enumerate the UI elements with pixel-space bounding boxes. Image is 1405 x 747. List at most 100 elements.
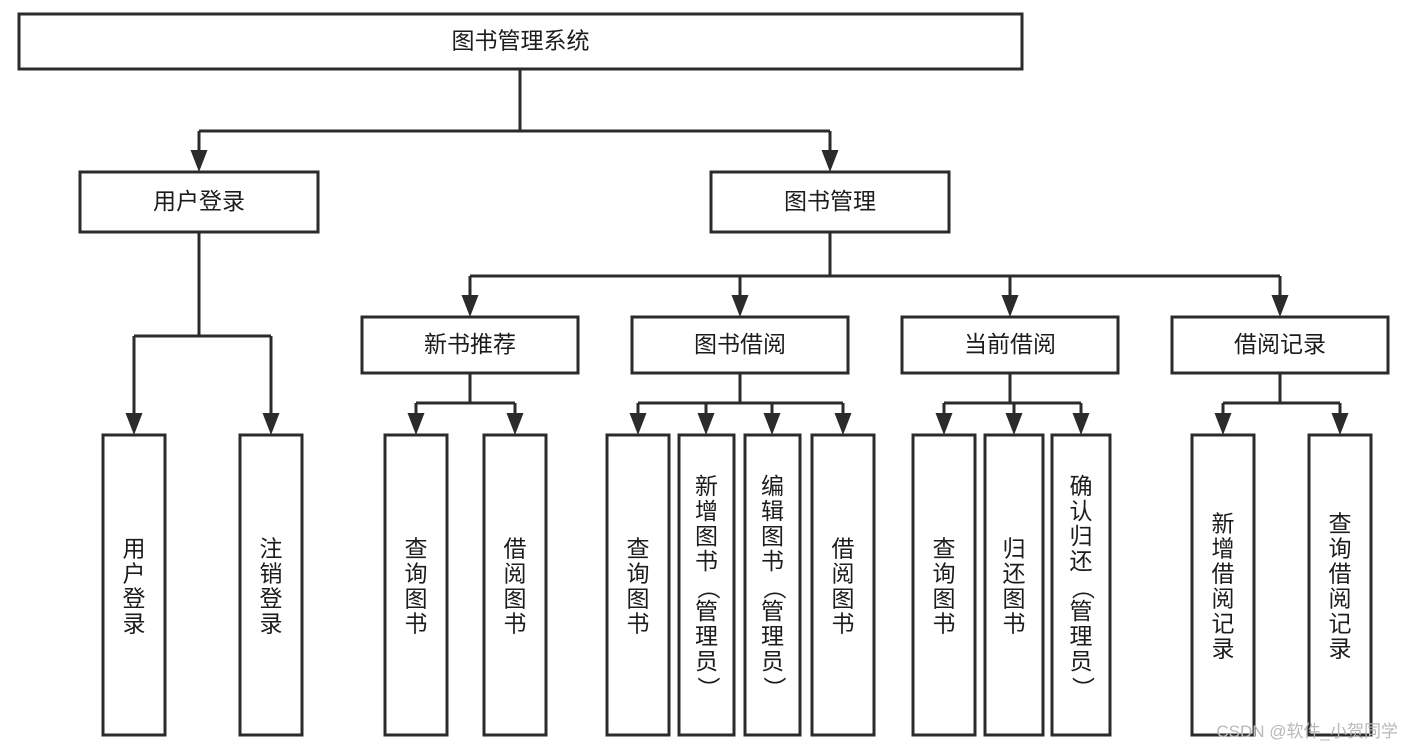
node-label-char: 销 [260, 561, 283, 587]
node-book-borrow[interactable]: 图书借阅 [630, 315, 850, 375]
node-box-rect[interactable] [238, 433, 304, 737]
node-box-rect[interactable] [17, 12, 1024, 71]
node-label-char: 图 [695, 523, 718, 549]
node-label: 新书推荐 [424, 331, 516, 357]
node-box-rect[interactable] [983, 433, 1045, 737]
node-box-rect[interactable] [630, 315, 850, 375]
node-box-rect[interactable] [78, 170, 320, 234]
connector-new-book-recommend [407, 373, 524, 435]
node-borrow-record[interactable]: 借阅记录 [1170, 315, 1390, 375]
node-label-char: 询 [933, 561, 956, 587]
node-label-char: 辑 [761, 498, 784, 524]
arrow-head-icon [190, 150, 208, 172]
node-label-char: 员 [695, 648, 718, 674]
connector-root [190, 69, 839, 172]
node-label-char: 阅 [504, 561, 527, 587]
node-label-char: 图 [405, 586, 428, 612]
node-box-layer: 图书管理系统用户登录图书管理新书推荐图书借阅当前借阅借阅记录用户登录注销登录查询… [17, 12, 1390, 737]
node-new-book-recommend[interactable]: 新书推荐 [360, 315, 580, 375]
node-current-borrow[interactable]: 当前借阅 [900, 315, 1120, 375]
node-box-rect[interactable] [1307, 433, 1373, 737]
connector-borrow-record [1214, 373, 1349, 435]
node-box-rect[interactable] [605, 433, 671, 737]
node-label-char: ） [695, 677, 721, 700]
node-label-char: 书 [832, 611, 855, 637]
node-label-char: 记 [1329, 611, 1352, 637]
node-label-char: 查 [1329, 511, 1352, 537]
connector-book-borrow [629, 373, 852, 435]
node-book-management[interactable]: 图书管理 [709, 170, 951, 234]
node-label-char: 登 [123, 586, 146, 612]
arrow-head-icon [731, 295, 749, 317]
node-label-char: 确 [1070, 473, 1093, 499]
arrow-head-icon [697, 413, 715, 435]
node-label-char: 询 [627, 561, 650, 587]
node-label: 借阅记录 [1234, 331, 1326, 357]
node-box-rect[interactable] [360, 315, 580, 375]
node-label-char: （ [695, 577, 721, 600]
arrow-head-icon [1331, 413, 1349, 435]
node-box-rect[interactable] [1170, 315, 1390, 375]
node-label-char: 理 [1070, 623, 1093, 649]
node-label-char: 增 [1212, 536, 1235, 562]
node-label-char: 录 [1212, 636, 1235, 662]
node-user-login[interactable]: 用户登录 [78, 170, 320, 234]
node-label-char: 图 [627, 586, 650, 612]
node-label-char: 图 [933, 586, 956, 612]
arrow-head-icon [1072, 413, 1090, 435]
node-label-char: 图 [761, 523, 784, 549]
node-label-char: 管 [1070, 598, 1093, 624]
node-box-rect[interactable] [810, 433, 876, 737]
node-label-char: 还 [1003, 561, 1026, 587]
node-box-rect[interactable] [900, 315, 1120, 375]
node-label-char: 归 [1003, 536, 1026, 562]
node-root[interactable]: 图书管理系统 [17, 12, 1024, 71]
node-label-char: （ [761, 577, 787, 600]
node-label-char: 注 [260, 536, 283, 562]
node-label-char: 录 [260, 611, 283, 637]
node-box-rect[interactable] [1050, 433, 1112, 737]
node-box-rect[interactable] [1190, 433, 1256, 737]
node-box-rect[interactable] [743, 433, 802, 737]
node-label-char: 登 [260, 586, 283, 612]
node-label-char: 询 [1329, 536, 1352, 562]
arrow-head-icon [407, 413, 425, 435]
node-label: 图书管理系统 [452, 28, 590, 54]
node-label-char: 录 [1329, 636, 1352, 662]
arrow-head-icon [1214, 413, 1232, 435]
node-label-char: 录 [123, 611, 146, 637]
arrow-head-icon [125, 413, 143, 435]
node-label-char: 理 [695, 623, 718, 649]
node-box-rect[interactable] [383, 433, 449, 737]
arrow-head-icon [506, 413, 524, 435]
node-label-char: 查 [627, 536, 650, 562]
node-box-rect[interactable] [709, 170, 951, 234]
node-box-rect[interactable] [677, 433, 736, 737]
node-leaf-user-login[interactable]: 用户登录 [101, 433, 167, 737]
node-label-char: ） [761, 677, 787, 700]
arrow-head-icon [935, 413, 953, 435]
connector-user-login [125, 232, 280, 435]
node-box-rect[interactable] [911, 433, 977, 737]
node-label-char: ） [1070, 677, 1096, 700]
node-label-char: 员 [761, 648, 784, 674]
node-label-char: 增 [695, 498, 718, 524]
node-label-char: 归 [1070, 523, 1093, 549]
node-label-char: 书 [933, 611, 956, 637]
node-box-rect[interactable] [101, 433, 167, 737]
node-label-char: 阅 [1329, 586, 1352, 612]
node-box-rect[interactable] [482, 433, 548, 737]
node-label-char: 书 [504, 611, 527, 637]
